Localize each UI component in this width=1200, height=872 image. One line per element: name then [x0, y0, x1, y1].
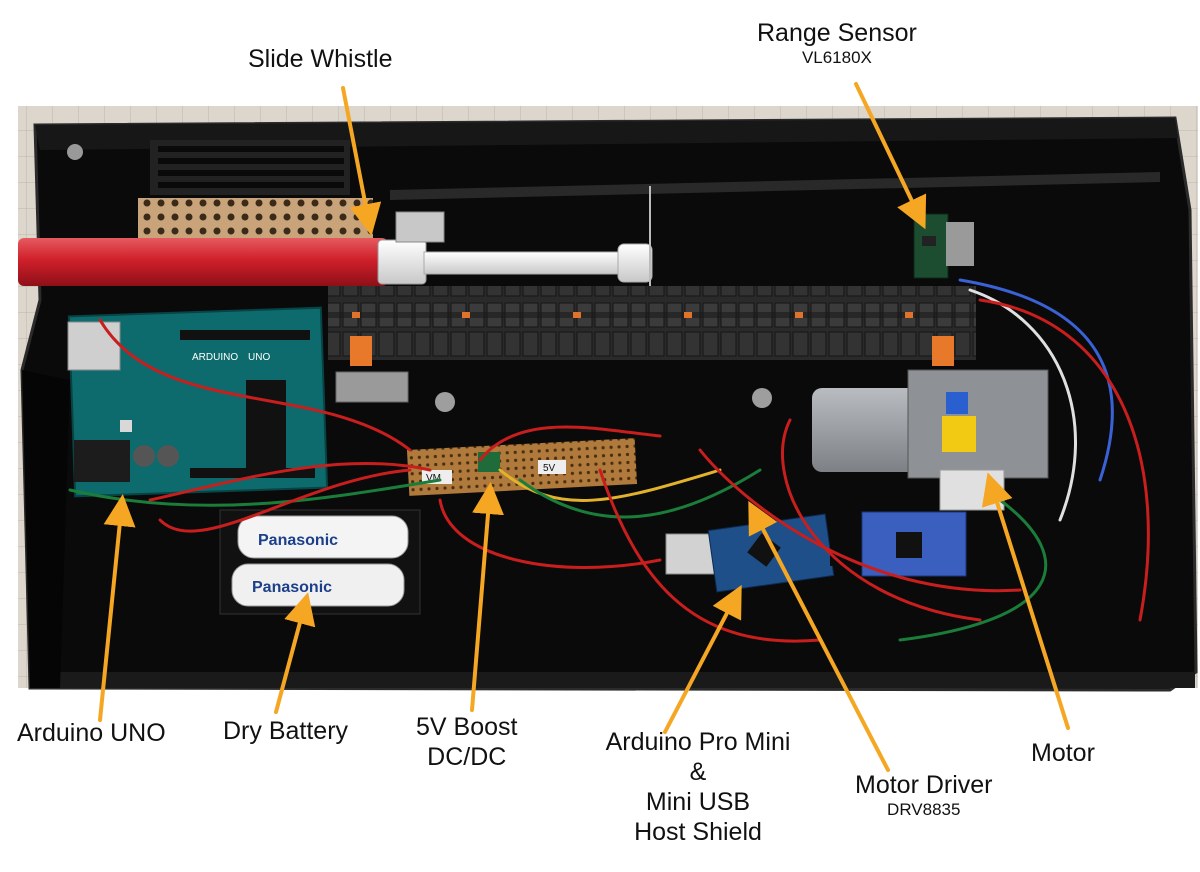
whistle-plunger: [423, 251, 625, 275]
uno-silkscreen-uno: UNO: [248, 352, 270, 363]
slide-whistle-tube: [18, 238, 388, 286]
battery-cell: Panasonic: [237, 515, 409, 559]
wires: [68, 278, 1150, 643]
arrow-range-sensor: [854, 82, 927, 230]
label-text: DC/DC: [427, 743, 507, 771]
battery-brand: Panasonic: [252, 579, 332, 596]
label-text: Motor Driver: [855, 771, 993, 799]
v5-tag: 5V: [543, 463, 556, 474]
label-text: Dry Battery: [223, 717, 349, 745]
sprocket-left: [350, 336, 372, 366]
stripboard: [406, 438, 638, 496]
axle-mount-left: [335, 371, 409, 403]
standoff-screw: [435, 392, 455, 412]
label-text: 5V Boost: [416, 713, 518, 741]
chain-belt: [328, 286, 976, 360]
yellow-gear: [942, 416, 976, 452]
side-panel: [22, 370, 70, 688]
label-text: Host Shield: [634, 818, 762, 846]
label-text: Motor: [1031, 739, 1095, 767]
callout-arrows: [98, 82, 1070, 772]
pro-mini-chip: [747, 533, 781, 567]
arrow-motor-driver: [748, 500, 890, 772]
label-range-sensor: Range Sensor VL6180X: [757, 18, 917, 68]
whistle-cap: [377, 239, 427, 285]
motor-gearbox: [812, 388, 922, 472]
arduino-uno-board: ARDUINO UNO: [67, 306, 329, 498]
gearbox-frame: [907, 369, 1049, 479]
label-model: DRV8835: [887, 800, 961, 819]
v5-tag-bg: [538, 460, 566, 474]
label-text: Arduino Pro Mini: [605, 728, 791, 756]
arrow-slide-whistle: [341, 86, 382, 236]
label-slide-whistle: Slide Whistle: [248, 44, 393, 74]
arrow-motor: [981, 472, 1070, 730]
vent-holes: [158, 146, 344, 188]
label-text: &: [689, 758, 707, 786]
arrow-boost: [470, 482, 504, 712]
label-pro-mini: Arduino Pro Mini & Mini USB Host Shield: [592, 727, 804, 847]
boost-module: [478, 452, 500, 472]
label-motor: Motor: [1031, 738, 1095, 768]
bracket: [395, 211, 445, 243]
label-boost: 5V Boost DC/DC: [416, 712, 517, 772]
screw: [67, 144, 83, 160]
usb-a-connector: [665, 533, 717, 575]
standoff-screw: [752, 388, 772, 408]
motor-driver-chip: [896, 532, 922, 558]
label-motor-driver: Motor Driver DRV8835: [855, 770, 993, 820]
sprocket-right: [932, 336, 954, 366]
arrow-dry-battery: [274, 592, 316, 714]
label-dry-battery: Dry Battery: [223, 716, 348, 746]
label-text: Slide Whistle: [248, 45, 393, 73]
sensor-mount: [946, 222, 974, 266]
arrow-pro-mini: [663, 584, 742, 734]
front-rim: [30, 672, 1195, 688]
label-model: VL6180X: [801, 48, 872, 67]
uno-silkscreen-arduino: ARDUINO: [192, 352, 238, 363]
blue-gear: [946, 392, 968, 414]
arrow-arduino-uno: [98, 494, 136, 722]
sensor-chip: [922, 236, 936, 246]
chain-shadow: [328, 312, 976, 318]
orange-teeth: [352, 312, 913, 318]
label-text: Mini USB: [645, 788, 751, 816]
plunger-knob: [617, 243, 653, 283]
label-text: Range Sensor: [757, 19, 917, 47]
label-text: Arduino UNO: [17, 719, 166, 747]
battery-brand: Panasonic: [258, 532, 338, 549]
vm-tag: VM: [426, 473, 441, 484]
glare: [390, 172, 1160, 200]
battery-cell: Panasonic: [231, 563, 405, 607]
label-arduino-uno: Arduino UNO: [17, 718, 166, 748]
